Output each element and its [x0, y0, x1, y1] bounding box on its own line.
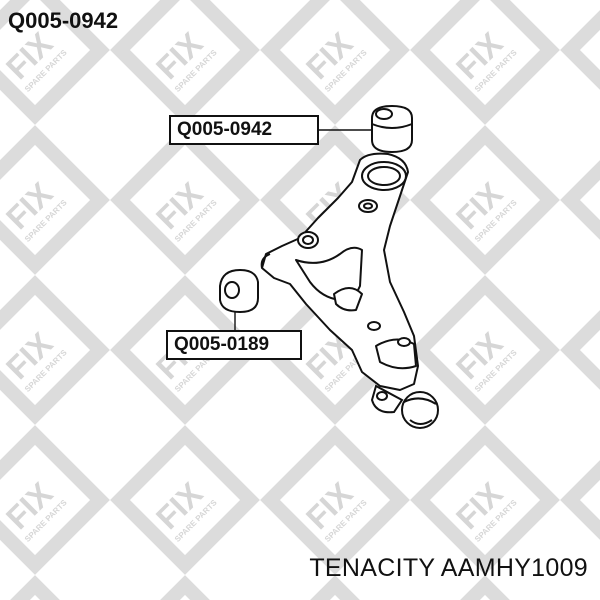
control-arm-drawing: [260, 152, 419, 391]
lower-bushing-drawing: [219, 268, 259, 314]
footer-text: TENACITY AAMHY1009: [309, 554, 588, 582]
page-title: Q005-0942: [8, 8, 119, 33]
upper-bushing-drawing: [371, 104, 413, 154]
part-label-upper-bushing[interactable]: Q005-0942: [169, 115, 319, 145]
ball-joint-drawing: [370, 384, 439, 429]
part-label-lower-bushing[interactable]: Q005-0189: [166, 330, 302, 360]
